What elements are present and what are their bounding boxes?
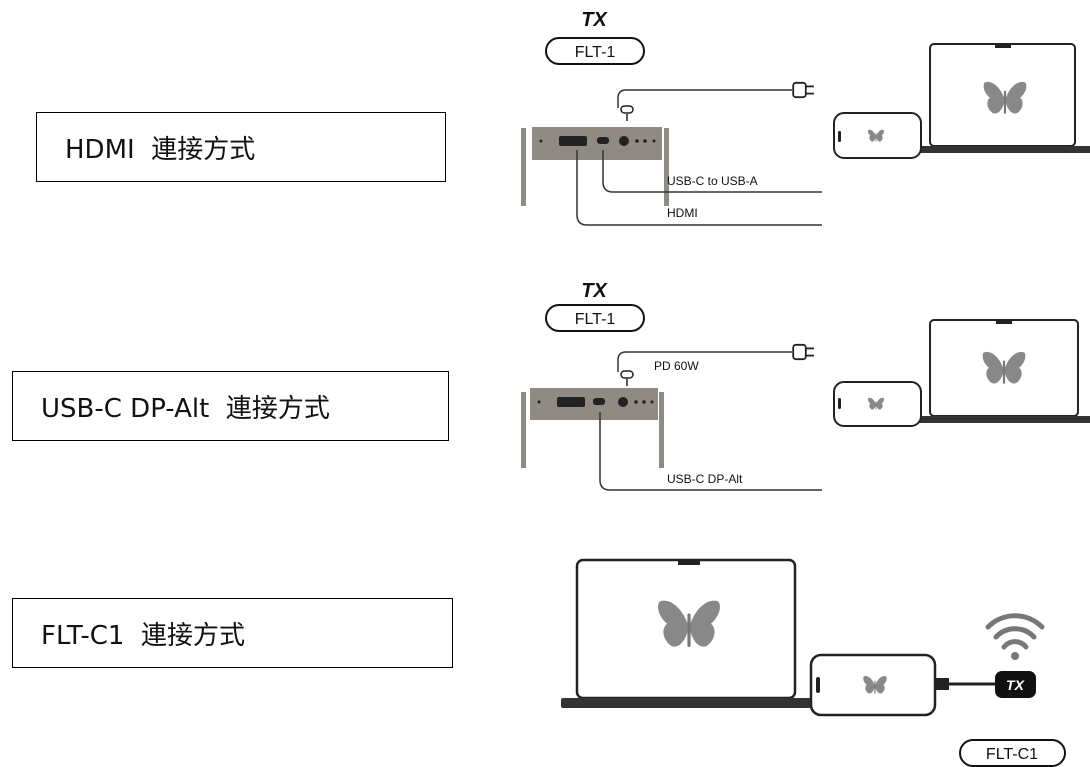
device-label: FLT-1: [575, 44, 616, 61]
tx-label: TX: [581, 280, 608, 302]
power-label: PD 60W: [654, 359, 699, 373]
flt-c1-dongle: [995, 671, 1036, 698]
section-usbc-diagram: TX FLT-1 PD 60W USB-C DP-Alt: [521, 280, 1090, 491]
usb-c-connector: [935, 678, 949, 690]
laptop-notch: [678, 560, 700, 565]
laptop-base: [561, 698, 811, 708]
section-label-flt-c1: FLT-C1 連接方式: [12, 598, 453, 668]
antenna-right: [664, 128, 669, 206]
usb-c-plug-icon: [620, 105, 634, 114]
section-label-usbc-dp-alt: USB-C DP-Alt 連接方式: [12, 371, 449, 441]
device-label: FLT-1: [575, 311, 616, 328]
usb-c-plug-icon: [620, 370, 634, 379]
usb-c-dp-alt-cable: [599, 412, 822, 491]
tx-label: TX: [1006, 677, 1026, 693]
power-plug-icon: [792, 81, 815, 99]
antenna-left: [521, 128, 526, 206]
cable-label-usb-c-dp-alt: USB-C DP-Alt: [667, 472, 743, 486]
flt-1-device: [532, 127, 662, 160]
device-pill: [545, 304, 645, 332]
tx-label: TX: [581, 9, 608, 31]
power-plug-icon: [792, 343, 815, 361]
section-label-hdmi: HDMI 連接方式: [36, 112, 446, 182]
power-cable: [617, 351, 792, 372]
laptop-base: [916, 416, 1090, 423]
laptop-base: [916, 146, 1090, 153]
antenna-right: [659, 392, 664, 468]
section-flt-c1-diagram: TX FLT-C1: [561, 558, 1066, 767]
power-cable: [617, 89, 792, 108]
device-pill: [959, 739, 1066, 767]
device-label: FLT-C1: [986, 746, 1038, 763]
hdmi-cable: [576, 150, 822, 226]
device-pill: [545, 37, 645, 65]
cable-label-hdmi: HDMI: [667, 206, 698, 220]
usb-c-to-usb-a-cable: [602, 150, 822, 193]
wifi-icon: [985, 613, 1045, 650]
cable-label-usb: USB-C to USB-A: [667, 174, 758, 188]
section-hdmi-diagram: TX FLT-1 USB-C to USB-A H: [521, 9, 1090, 226]
antenna-left: [521, 392, 526, 468]
